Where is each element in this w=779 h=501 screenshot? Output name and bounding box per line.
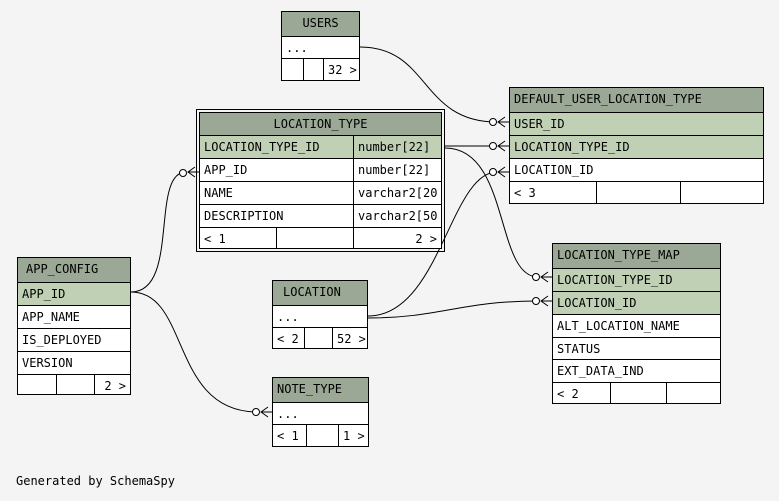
column-type: number[22] bbox=[353, 136, 441, 158]
column-name: APP_ID bbox=[204, 163, 248, 177]
parent-count: < 1 bbox=[204, 232, 226, 246]
child-count: 32 > bbox=[323, 59, 359, 81]
table-footer: < 3 bbox=[510, 181, 763, 204]
table-location[interactable]: LOCATION ... < 2 52 > bbox=[272, 280, 368, 349]
table-location-type-map[interactable]: LOCATION_TYPE_MAP LOCATION_TYPE_ID LOCAT… bbox=[552, 243, 721, 404]
column-name: LOCATION_ID bbox=[514, 163, 594, 177]
table-default-user-location-type[interactable]: DEFAULT_USER_LOCATION_TYPE USER_ID LOCAT… bbox=[509, 87, 764, 204]
collapsed-columns: ... bbox=[277, 407, 299, 421]
link-users-default-user-location-type bbox=[359, 46, 498, 123]
collapsed-columns: ... bbox=[277, 310, 299, 324]
child-count: 52 > bbox=[332, 328, 367, 349]
column-name: DESCRIPTION bbox=[204, 209, 284, 223]
generated-by-label: Generated by SchemaSpy bbox=[16, 474, 175, 488]
column-name: LOCATION_ID bbox=[557, 296, 637, 310]
parent-count: < 1 bbox=[277, 429, 299, 443]
child-count: 2 > bbox=[353, 228, 441, 249]
column-name: LOCATION_TYPE_ID bbox=[204, 140, 320, 154]
column-name: USER_ID bbox=[514, 117, 565, 131]
column-type: varchar2[50 bbox=[353, 205, 441, 227]
table-app-config[interactable]: APP_CONFIG APP_ID APP_NAME IS_DEPLOYED V… bbox=[17, 257, 131, 395]
link-location-type-location-type-map bbox=[444, 147, 539, 278]
column-row: LOCATION_TYPE_ID number[22] bbox=[200, 135, 441, 158]
table-note-type[interactable]: NOTE_TYPE ... < 1 1 > bbox=[272, 377, 369, 447]
parent-count: < 2 bbox=[557, 387, 579, 401]
collapsed-columns: ... bbox=[286, 41, 308, 55]
column-name: APP_NAME bbox=[22, 310, 80, 324]
table-footer: < 1 1 > bbox=[273, 424, 368, 447]
column-name: EXT_DATA_IND bbox=[557, 364, 644, 378]
table-title: APP_CONFIG bbox=[26, 262, 99, 276]
column-name: LOCATION_TYPE_ID bbox=[557, 273, 673, 287]
child-count: 1 > bbox=[338, 425, 368, 447]
column-row: APP_ID number[22] bbox=[200, 158, 441, 181]
link-app-config-location-type bbox=[130, 171, 187, 293]
table-footer: 2 > bbox=[18, 374, 130, 395]
column-name: ALT_LOCATION_NAME bbox=[557, 319, 680, 333]
child-count: 2 > bbox=[94, 375, 130, 395]
table-footer: 32 > bbox=[282, 58, 359, 81]
column-name: APP_ID bbox=[22, 287, 66, 301]
column-name: VERSION bbox=[22, 356, 73, 370]
column-name: IS_DEPLOYED bbox=[22, 333, 102, 347]
parent-count: < 2 bbox=[277, 332, 299, 346]
table-footer: < 2 bbox=[553, 382, 720, 404]
column-name: NAME bbox=[204, 186, 233, 200]
table-footer: < 1 2 > bbox=[200, 227, 441, 249]
link-location-location-type-map bbox=[367, 300, 539, 319]
table-title: DEFAULT_USER_LOCATION_TYPE bbox=[514, 92, 702, 106]
table-footer: < 2 52 > bbox=[273, 327, 367, 349]
table-location-type[interactable]: LOCATION_TYPE LOCATION_TYPE_ID number[22… bbox=[196, 109, 445, 252]
table-title: USERS bbox=[302, 16, 339, 30]
link-app-config-note-type bbox=[130, 291, 259, 413]
table-title: LOCATION_TYPE bbox=[273, 117, 368, 131]
column-row: DESCRIPTION varchar2[50 bbox=[200, 204, 441, 227]
column-type: varchar2[20 bbox=[353, 182, 441, 204]
table-title: NOTE_TYPE bbox=[277, 382, 343, 396]
column-type: number[22] bbox=[353, 159, 441, 181]
column-row: NAME varchar2[20 bbox=[200, 181, 441, 204]
parent-count: < 3 bbox=[514, 186, 536, 200]
column-name: STATUS bbox=[557, 342, 601, 356]
table-users[interactable]: USERS ... 32 > bbox=[281, 11, 360, 81]
table-title: LOCATION_TYPE_MAP bbox=[557, 248, 680, 262]
column-name: LOCATION_TYPE_ID bbox=[514, 140, 630, 154]
table-title: LOCATION bbox=[283, 285, 341, 299]
